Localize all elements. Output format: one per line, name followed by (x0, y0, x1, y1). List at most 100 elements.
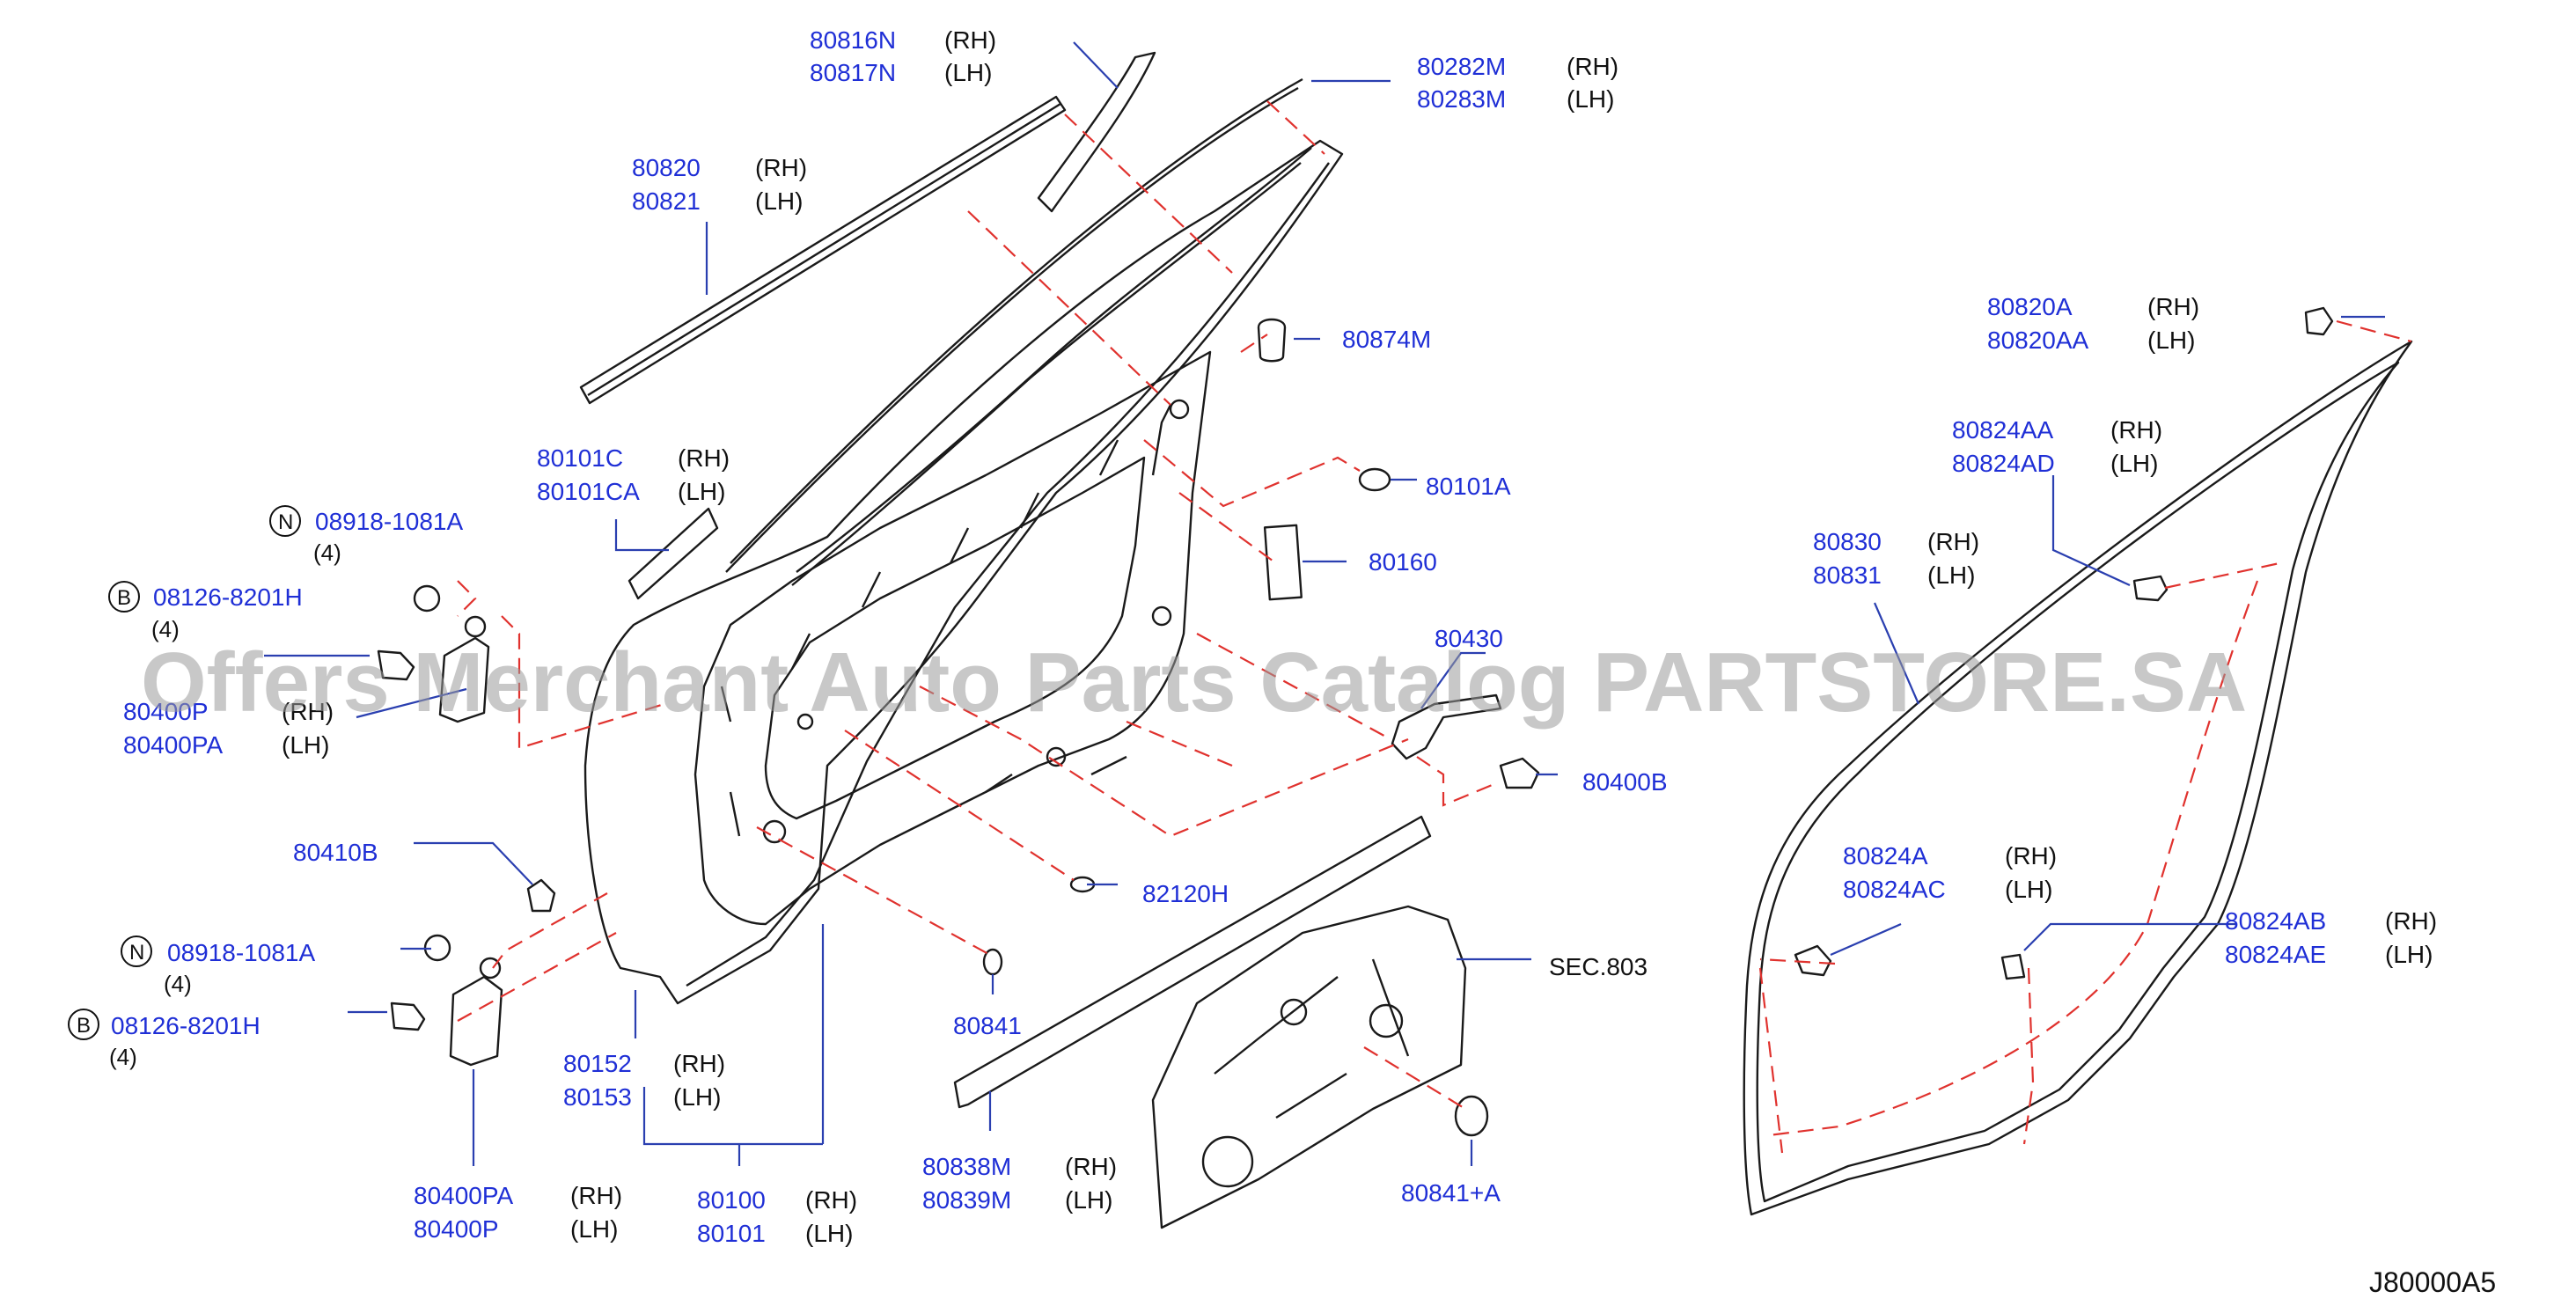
grommet (1257, 318, 1287, 363)
svg-text:80824AC: 80824AC (1843, 876, 1946, 903)
svg-text:80824AE: 80824AE (2225, 941, 2326, 968)
clip-80824AB (2000, 953, 2026, 980)
label-80817N[interactable]: 80817N (LH) (810, 59, 992, 86)
label-80400B[interactable]: 80400B (1582, 768, 1668, 796)
door-opening-weatherstrip (1743, 340, 2413, 1216)
label-80101A[interactable]: 80101A (1426, 473, 1511, 500)
svg-text:(RH): (RH) (570, 1182, 622, 1209)
clip-80820A (2304, 306, 2334, 336)
label-80824A[interactable]: 80824A (RH) (1843, 842, 2057, 869)
label-08126-8201H-upper[interactable]: B 08126-8201H (4) (108, 581, 303, 642)
label-80824AE[interactable]: 80824AE (LH) (2225, 941, 2433, 968)
label-80101C[interactable]: 80101C (RH) (537, 444, 730, 472)
label-08126-8201H-lower[interactable]: B 08126-8201H (4) (68, 1009, 261, 1070)
label-80824AA[interactable]: 80824AA (RH) (1952, 416, 2162, 444)
door-inner-hole-4 (762, 819, 787, 844)
svg-text:08918-1081A: 08918-1081A (167, 939, 315, 966)
label-80152[interactable]: 80152 (RH) (563, 1050, 725, 1077)
label-80831[interactable]: 80831 (LH) (1813, 561, 1975, 589)
label-80101CA[interactable]: 80101CA (LH) (537, 478, 725, 505)
svg-text:(RH): (RH) (2385, 907, 2437, 935)
diagram-code: J80000A5 (2369, 1266, 2496, 1298)
label-80839M[interactable]: 80839M (LH) (922, 1186, 1112, 1214)
svg-text:80824AB: 80824AB (2225, 907, 2326, 935)
label-80824AC[interactable]: 80824AC (LH) (1843, 876, 2052, 903)
svg-text:(RH): (RH) (944, 26, 996, 54)
svg-text:08126-8201H: 08126-8201H (153, 583, 303, 611)
belt-molding-strip-line (587, 102, 1061, 397)
label-80283M[interactable]: 80283M (LH) (1417, 85, 1614, 113)
svg-text:(LH): (LH) (2385, 941, 2433, 968)
lower-hinge-hole (479, 957, 502, 980)
label-80400PA-lower[interactable]: 80400PA (RH) (414, 1182, 622, 1209)
svg-text:80400P: 80400P (414, 1215, 499, 1243)
label-80824AB[interactable]: 80824AB (RH) (2225, 907, 2437, 935)
svg-text:80400B: 80400B (1582, 768, 1668, 796)
svg-text:80101: 80101 (697, 1220, 766, 1247)
svg-text:80831: 80831 (1813, 561, 1882, 589)
label-80838M[interactable]: 80838M (RH) (922, 1153, 1117, 1180)
label-80820[interactable]: 80820 (RH) (632, 154, 807, 181)
svg-text:(LH): (LH) (1567, 85, 1614, 113)
label-80841[interactable]: 80841 (953, 1012, 1022, 1039)
label-80400PA-upper[interactable]: 80400PA (LH) (123, 731, 329, 759)
watermark-text: Offers Merchant Auto Parts Catalog PARTS… (141, 635, 2247, 730)
svg-text:(LH): (LH) (2005, 876, 2052, 903)
svg-text:80152: 80152 (563, 1050, 632, 1077)
door-opening-weatherstrip-inner (1756, 361, 2400, 1203)
svg-text:80838M: 80838M (922, 1153, 1011, 1180)
svg-text:80820A: 80820A (1987, 293, 2073, 320)
clip-80824AA (2132, 575, 2169, 602)
svg-text:80430: 80430 (1435, 625, 1503, 652)
svg-text:08126-8201H: 08126-8201H (111, 1012, 261, 1039)
label-80410B[interactable]: 80410B (293, 839, 378, 866)
svg-text:80400PA: 80400PA (123, 731, 223, 759)
svg-text:(RH): (RH) (1927, 528, 1979, 555)
label-80830[interactable]: 80830 (RH) (1813, 528, 1979, 555)
svg-text:(LH): (LH) (2110, 450, 2158, 477)
label-80816N[interactable]: 80816N (RH) (810, 26, 996, 54)
svg-text:(RH): (RH) (673, 1050, 725, 1077)
label-08918-1081A-upper[interactable]: N 08918-1081A (4) (269, 505, 463, 566)
label-80430[interactable]: 80430 (1435, 625, 1503, 652)
label-08918-1081A-lower[interactable]: N 08918-1081A (4) (121, 935, 315, 997)
label-80841A[interactable]: 80841+A (1401, 1179, 1501, 1207)
hinge-bolt-80400B (1499, 757, 1540, 789)
label-sec803[interactable]: SEC.803 (1549, 953, 1648, 980)
svg-text:(4): (4) (313, 539, 341, 566)
door-outer-panel (583, 139, 1344, 1005)
window-regulator-panel (1151, 905, 1467, 1229)
label-80400P-upper[interactable]: 80400P (RH) (123, 698, 334, 725)
svg-text:(4): (4) (109, 1044, 137, 1070)
label-80820AA[interactable]: 80820AA (LH) (1987, 326, 2195, 354)
label-80101[interactable]: 80101 (LH) (697, 1220, 853, 1247)
label-80153[interactable]: 80153 (LH) (563, 1083, 721, 1111)
label-80400P-lower[interactable]: 80400P (LH) (414, 1215, 618, 1243)
label-80874M[interactable]: 80874M (1342, 326, 1431, 353)
door-inner-panel (694, 350, 1212, 926)
svg-text:80283M: 80283M (1417, 85, 1506, 113)
door-inner-hole-5 (796, 713, 814, 730)
label-80820A[interactable]: 80820A (RH) (1987, 293, 2199, 320)
svg-text:(RH): (RH) (282, 698, 334, 725)
parts-artwork (377, 51, 2413, 1229)
label-80824AD[interactable]: 80824AD (LH) (1952, 450, 2158, 477)
door-inner-hole-3 (1046, 746, 1067, 767)
label-80100[interactable]: 80100 (RH) (697, 1186, 857, 1214)
svg-text:80400PA: 80400PA (414, 1182, 513, 1209)
label-80282M[interactable]: 80282M (RH) (1417, 53, 1618, 80)
regulator-hole-2 (1369, 1003, 1404, 1038)
striker-bolt (526, 878, 556, 913)
svg-text:80874M: 80874M (1342, 326, 1431, 353)
svg-text:(LH): (LH) (944, 59, 992, 86)
label-80160[interactable]: 80160 (1369, 548, 1437, 576)
label-80821[interactable]: 80821 (LH) (632, 187, 803, 215)
upper-hinge-nut (413, 584, 441, 613)
symbol-circle-b (68, 1009, 99, 1040)
svg-text:(LH): (LH) (570, 1215, 618, 1243)
door-frame-sash (796, 147, 1312, 573)
svg-text:80282M: 80282M (1417, 53, 1506, 80)
outer-seal-molding (953, 815, 1432, 1109)
label-82120H[interactable]: 82120H (1142, 880, 1229, 907)
svg-text:(RH): (RH) (1065, 1153, 1117, 1180)
